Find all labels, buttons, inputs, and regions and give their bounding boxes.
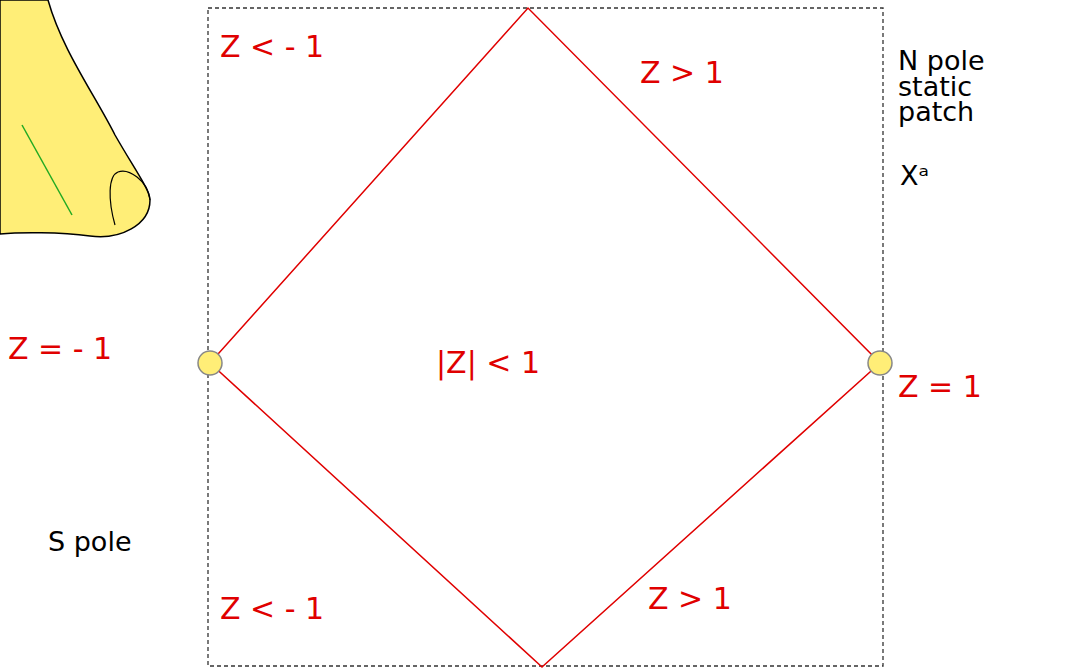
- region-label: Z = - 1: [8, 334, 112, 364]
- region-label: Z = 1: [898, 372, 982, 402]
- region-label: S pole: [48, 528, 132, 555]
- boundary-square: [208, 8, 883, 666]
- hyperboloid-rim: [110, 171, 150, 225]
- region-label: Z < - 1: [220, 594, 324, 624]
- region-label: Z > 1: [648, 584, 732, 614]
- pole-dot: [868, 351, 892, 375]
- hyperboloid-figure: [0, 0, 150, 237]
- region-label: Z > 1: [640, 58, 724, 88]
- region-label: N pole static patch: [898, 48, 1008, 125]
- geodesic-line: [22, 125, 72, 215]
- pole-dot: [198, 351, 222, 375]
- horizon-lines: [210, 8, 880, 667]
- region-label: Z < - 1: [220, 32, 324, 62]
- region-label: |Z| < 1: [436, 348, 540, 378]
- region-label: Xᵃ: [900, 162, 929, 189]
